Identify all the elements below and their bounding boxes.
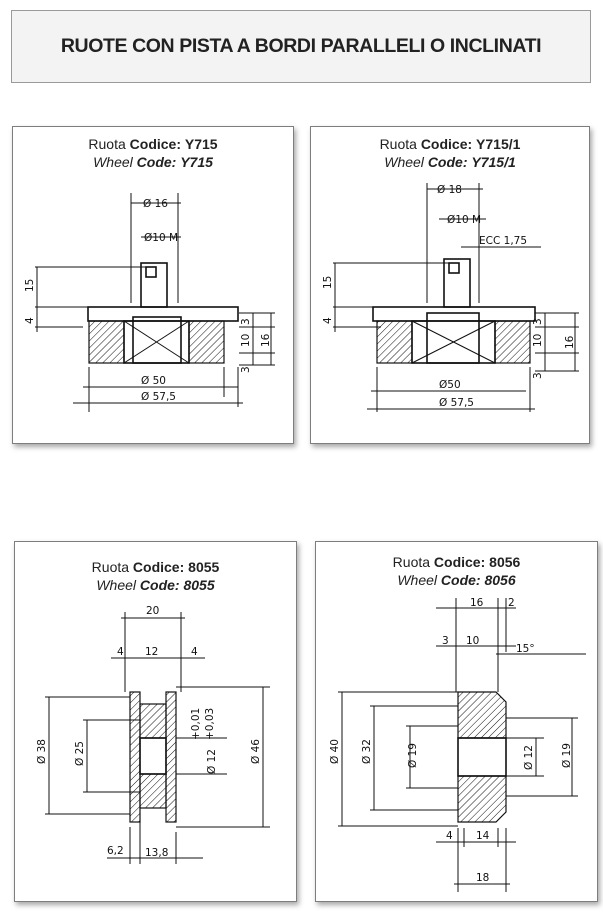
dim-w3: 3 [442,635,449,647]
dim-d50: Ø 50 [141,375,166,387]
dim-r3b: 3 [240,366,252,373]
wheel-card-y715: Ruota Codice: Y715 Wheel Code: Y715 Ø 16… [12,126,294,444]
code-word: Code: [139,577,180,593]
wheel-word: Wheel [384,154,424,170]
technical-drawing: 20 4 12 4 Ø 38 Ø 25 +0,01 +0,03 Ø 12 Ø 4… [36,605,270,864]
dim-h4: 4 [24,317,36,324]
wheel-code: 8055 [188,559,220,575]
dim-d19a: Ø 19 [407,743,419,768]
caption-wheel: Wheel Code: 8056 [316,571,597,589]
dim-d16: Ø 16 [143,198,168,210]
technical-drawing: Ø 18 Ø10 M ECC 1,75 15 4 3 10 3 16 Ø50 [322,183,579,412]
dim-r3a: 3 [532,318,544,325]
dim-d12: Ø 12 [523,745,535,770]
dim-w138: 13,8 [145,847,168,859]
dim-w16: 16 [470,597,484,609]
caption-ruota: Ruota Codice: Y715/1 [311,135,589,153]
dim-d18: Ø 18 [437,184,462,196]
dim-r3a: 3 [240,318,252,325]
dim-w18: 18 [476,872,489,884]
dim-w4b: 4 [191,646,198,658]
caption-wheel: Wheel Code: 8055 [15,576,296,594]
dim-d32: Ø 32 [361,739,373,764]
ruota-word: Ruota [392,554,431,570]
wheel-code: 8056 [484,572,516,588]
dim-w10: 10 [466,635,479,647]
dim-w4: 4 [446,830,453,842]
caption-ruota: Ruota Codice: Y715 [13,135,293,153]
wheel-code: 8056 [489,554,521,570]
ruota-word: Ruota [379,136,417,152]
code-word: Code: [427,154,468,170]
dim-r16: 16 [260,333,272,347]
code-word: Code: [440,572,481,588]
wheel-word: Wheel [96,577,137,593]
dim-r3b: 3 [532,372,544,379]
wheel-code: 8055 [183,577,215,593]
dim-d12: Ø 12 [206,749,218,774]
ruota-word: Ruota [88,136,126,152]
dim-d38: Ø 38 [36,739,48,764]
dim-m10: Ø10 M [447,214,481,226]
dim-r10: 10 [532,334,544,347]
wheel-card-8056: Ruota Codice: 8056 Wheel Code: 8056 16 2… [315,541,598,902]
wheel-code: Y715/1 [471,154,516,170]
dim-w62: 6,2 [107,845,124,857]
dim-d575: Ø 57,5 [141,391,176,403]
wheel-word: Wheel [93,154,133,170]
dim-d575: Ø 57,5 [439,397,474,409]
dim-tol1: +0,01 [190,708,202,740]
dim-w12: 12 [145,646,158,658]
dim-r10: 10 [240,334,252,347]
dim-w20: 20 [146,605,159,617]
codice-word: Codice: [433,554,486,570]
page-title: RUOTE CON PISTA A BORDI PARALLELI O INCL… [60,35,542,57]
dim-w4a: 4 [117,646,124,658]
wheel-code: Y715 [184,136,218,152]
caption-ruota: Ruota Codice: 8056 [316,553,597,571]
wheel-code: Y715 [180,154,213,170]
dim-d46: Ø 46 [250,739,262,764]
wheel-card-y715-1: Ruota Codice: Y715/1 Wheel Code: Y715/1 … [310,126,590,444]
technical-drawing: Ø 16 Ø10 M 15 4 3 10 3 16 [24,193,275,412]
dim-d25: Ø 25 [74,741,86,766]
dim-r16: 16 [564,335,576,349]
codice-word: Codice: [132,559,185,575]
wheel-code: Y715/1 [476,136,521,152]
dim-w2: 2 [508,597,515,609]
dim-h4: 4 [322,317,334,324]
dim-ecc: ECC 1,75 [479,235,527,247]
dim-ang: 15° [516,643,535,655]
dim-w14: 14 [476,830,490,842]
wheel-card-8055: Ruota Codice: 8055 Wheel Code: 8055 20 4… [14,541,297,902]
dim-m10: Ø10 M [144,232,178,244]
caption-ruota: Ruota Codice: 8055 [15,558,296,576]
dim-tol2: +0,03 [204,708,216,740]
wheel-word: Wheel [397,572,438,588]
codice-word: Codice: [129,136,181,152]
codice-word: Codice: [420,136,473,152]
code-word: Code: [136,154,177,170]
technical-drawing: 16 2 3 10 15° Ø 40 Ø 32 Ø 19 Ø 12 Ø 19 [329,597,586,892]
caption-wheel: Wheel Code: Y715 [13,153,293,171]
dim-d19b: Ø 19 [561,743,573,768]
dim-h15: 15 [24,279,36,292]
dim-d40: Ø 40 [329,739,341,764]
dim-d50: Ø50 [439,379,461,391]
ruota-word: Ruota [91,559,130,575]
dim-h15: 15 [322,276,334,289]
page-header: RUOTE CON PISTA A BORDI PARALLELI O INCL… [11,10,591,83]
caption-wheel: Wheel Code: Y715/1 [311,153,589,171]
